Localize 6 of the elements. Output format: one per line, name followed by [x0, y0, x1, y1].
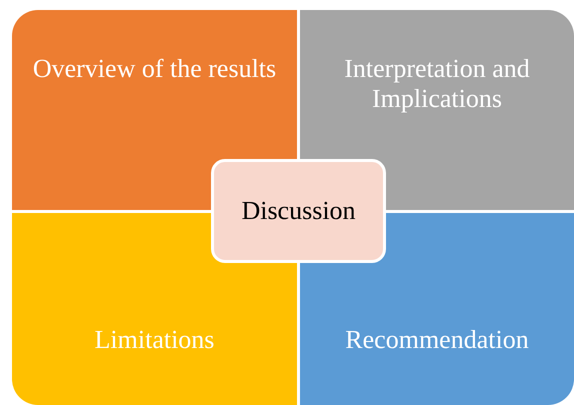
- node-label: Limitations: [94, 325, 214, 355]
- center-box: [211, 159, 386, 263]
- node-label: Interpretation and Implications: [343, 54, 531, 114]
- node-label: Overview of the results: [32, 54, 276, 84]
- node-label: Recommendation: [345, 325, 529, 355]
- node-label: Discussion: [241, 196, 356, 226]
